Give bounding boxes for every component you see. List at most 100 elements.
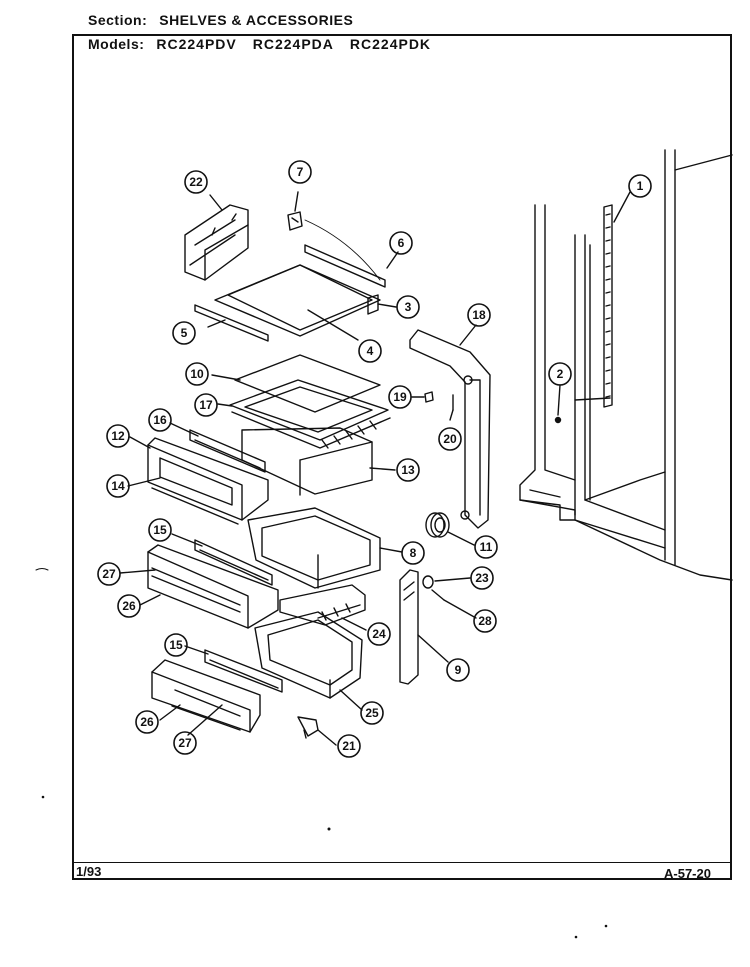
part-27-handle [119, 567, 241, 613]
callout-20: 20 [438, 427, 462, 451]
svg-text:9: 9 [455, 663, 462, 677]
svg-text:21: 21 [342, 739, 356, 753]
part-2-screw [554, 384, 562, 424]
callout-24: 24 [367, 622, 391, 646]
callout-6: 6 [389, 231, 413, 255]
svg-text:16: 16 [153, 413, 167, 427]
svg-text:28: 28 [478, 614, 492, 628]
part-1-shelf-ladder [603, 191, 631, 408]
svg-text:3: 3 [405, 300, 412, 314]
svg-text:12: 12 [111, 429, 125, 443]
part-12-drawer-front [129, 436, 269, 521]
svg-text:7: 7 [297, 165, 304, 179]
callout-21: 21 [337, 734, 361, 758]
part-18-drawer-rail [409, 324, 491, 529]
part-27b-handle [171, 704, 241, 736]
part-25-crisper-pan [254, 611, 363, 711]
svg-text:24: 24 [372, 627, 386, 641]
part-14-handle [127, 477, 239, 525]
callout-8: 8 [401, 541, 425, 565]
svg-text:27: 27 [178, 736, 192, 750]
svg-text:15: 15 [169, 638, 183, 652]
part-8-crisper-pan [247, 507, 403, 589]
model-number: RC224PDA [252, 36, 334, 52]
callout-16: 16 [148, 408, 172, 432]
part-7-shelf-clip [287, 191, 381, 281]
svg-text:20: 20 [443, 432, 457, 446]
callout-15: 15 [148, 518, 172, 542]
model-number: RC224PDK [349, 36, 432, 52]
section-label: Section: [88, 12, 148, 28]
callout-15b: 15 [164, 633, 188, 657]
svg-text:14: 14 [111, 479, 125, 493]
callout-19: 19 [388, 385, 412, 409]
callout-22: 22 [184, 170, 208, 194]
svg-text:4: 4 [367, 344, 374, 358]
callouts: 1 2 3 4 5 6 7 8 9 10 11 12 13 14 15 15 1… [97, 160, 652, 758]
part-15b-drawer-trim [184, 645, 283, 693]
svg-text:19: 19 [393, 390, 407, 404]
part-3-end-cap [367, 294, 397, 315]
callout-23: 23 [470, 566, 494, 590]
part-4-glass-shelf [214, 264, 381, 341]
part-9-drawer-rail [399, 569, 449, 685]
callout-9: 9 [446, 658, 470, 682]
callout-27: 27 [97, 562, 121, 586]
part-28-screw [431, 589, 477, 619]
svg-text:8: 8 [410, 546, 417, 560]
part-11-roller [425, 512, 475, 546]
callout-4: 4 [358, 339, 382, 363]
model-number: RC224PDV [156, 36, 237, 52]
callout-13: 13 [396, 458, 420, 482]
callout-18: 18 [467, 303, 491, 327]
callout-3: 3 [396, 295, 420, 319]
svg-text:2: 2 [557, 367, 564, 381]
callout-2: 2 [548, 362, 572, 386]
part-20-pin [449, 394, 454, 421]
scan-specks [35, 568, 608, 939]
svg-text:1: 1 [637, 179, 644, 193]
footer-page-code: A-57-20 [664, 866, 711, 881]
part-26b-drawer-front [151, 659, 261, 733]
part-6-trim [304, 244, 399, 288]
svg-text:26: 26 [122, 599, 136, 613]
svg-text:27: 27 [102, 567, 116, 581]
svg-text:23: 23 [475, 571, 489, 585]
part-19-screw [411, 391, 434, 403]
part-21-cam [297, 716, 337, 746]
section-title: SHELVES & ACCESSORIES [159, 12, 354, 28]
part-26-drawer-front [139, 544, 279, 629]
callout-17: 17 [194, 393, 218, 417]
svg-text:11: 11 [480, 540, 493, 554]
svg-text:15: 15 [153, 523, 167, 537]
part-15-drawer-trim [171, 533, 273, 586]
section-header: Section: SHELVES & ACCESSORIES [88, 12, 353, 28]
part-10-cover-glass [211, 354, 381, 413]
svg-text:5: 5 [181, 326, 188, 340]
cabinet-liner [519, 149, 733, 581]
callout-26: 26 [117, 594, 141, 618]
callout-25: 25 [360, 701, 384, 725]
callout-1: 1 [628, 174, 652, 198]
svg-text:17: 17 [199, 398, 213, 412]
part-22-shelf-bracket [184, 194, 249, 281]
svg-text:25: 25 [365, 706, 379, 720]
callout-26b: 26 [135, 710, 159, 734]
part-5-trim [194, 304, 269, 342]
callout-12: 12 [106, 424, 130, 448]
svg-text:10: 10 [190, 367, 204, 381]
callout-28: 28 [473, 609, 497, 633]
callout-27b: 27 [173, 731, 197, 755]
callout-11: 11 [474, 535, 498, 559]
models-label: Models: [88, 36, 145, 52]
svg-text:6: 6 [398, 236, 405, 250]
diagram-frame [72, 34, 732, 880]
svg-text:13: 13 [401, 463, 415, 477]
part-13-crisper-pan [241, 427, 396, 496]
callout-7: 7 [288, 160, 312, 184]
footer-date: 1/93 [76, 864, 102, 879]
callout-14: 14 [106, 474, 130, 498]
svg-text:18: 18 [472, 308, 486, 322]
part-23-bushing [422, 575, 471, 589]
